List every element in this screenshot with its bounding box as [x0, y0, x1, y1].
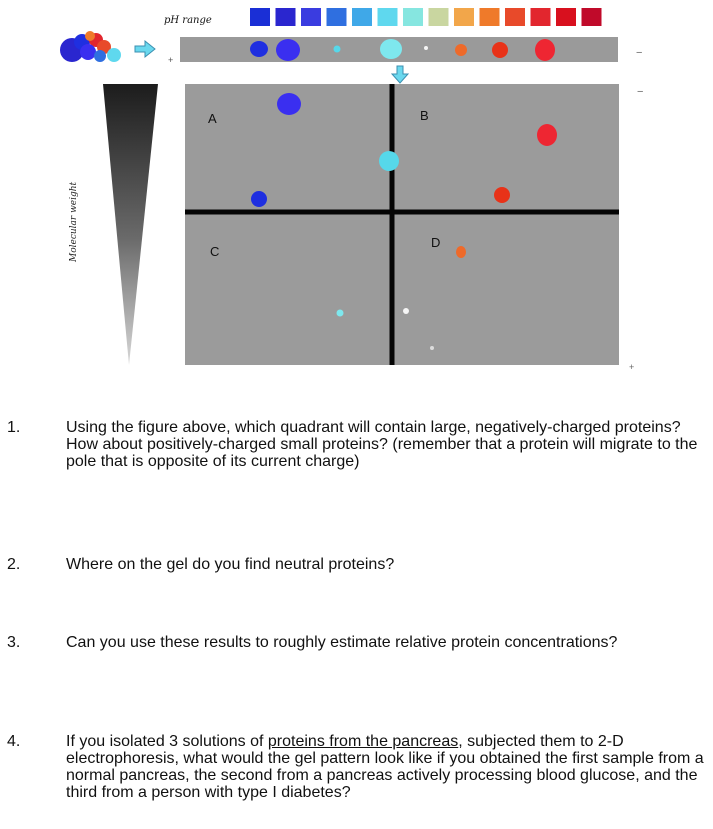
strip-protein-spot — [455, 44, 467, 56]
question-3-number: 3. — [7, 634, 21, 651]
question-1-number: 1. — [7, 419, 21, 436]
gel-protein-spot-faint — [430, 346, 434, 350]
quadrant-label-c: C — [210, 244, 219, 259]
question-1-text: Using the figure above, which quadrant w… — [66, 419, 698, 470]
quadrant-label-a: A — [208, 111, 217, 126]
gel-protein-spot — [537, 124, 557, 146]
question-4-text-start: If you isolated 3 solutions of — [66, 733, 268, 750]
strip-protein-spot — [380, 39, 402, 59]
ph-scale-swatch — [326, 8, 347, 26]
ph-scale — [250, 8, 602, 26]
strip-protein-spot — [492, 42, 508, 58]
question-4-underlined-text: proteins from the pancreas — [267, 733, 459, 750]
molecular-weight-wedge — [103, 84, 158, 365]
question-4-text-end: , subjected them to 2-D electrophoresis,… — [66, 733, 704, 801]
quadrant-label-b: B — [420, 108, 429, 123]
minus-pole-sign-strip: − — [636, 47, 642, 59]
gel-protein-spot — [336, 309, 344, 317]
question-3-text: Can you use these results to roughly est… — [66, 634, 618, 651]
strip-protein-spot — [424, 46, 428, 50]
ph-scale-swatch — [428, 8, 449, 26]
gel-protein-spot — [277, 93, 301, 115]
down-arrow-icon — [390, 65, 410, 84]
strip-protein-spot — [276, 39, 300, 61]
strip-protein-spot — [535, 39, 555, 61]
question-2-text: Where on the gel do you find neutral pro… — [66, 556, 395, 573]
plus-pole-sign-top: + — [168, 55, 173, 65]
ph-scale-swatch — [530, 8, 551, 26]
ph-scale-swatch — [556, 8, 576, 26]
ph-scale-swatch — [301, 8, 321, 26]
quadrant-label-d: D — [431, 235, 440, 250]
gel-protein-spot — [403, 308, 409, 314]
gel-protein-spot — [251, 191, 267, 207]
gel-protein-spot — [456, 246, 466, 258]
ph-scale-swatch — [581, 8, 602, 26]
ief-strip-spots — [250, 39, 555, 61]
ph-range-label: pH range — [164, 15, 212, 26]
ph-scale-swatch — [352, 8, 372, 26]
ph-scale-swatch — [275, 8, 296, 26]
electrophoresis-figure: pH range + − Molecular weight A B C D − … — [60, 8, 643, 372]
ph-scale-swatch — [479, 8, 500, 26]
ph-scale-swatch — [250, 8, 270, 26]
gel-protein-spot — [494, 187, 510, 203]
minus-pole-sign-gel: − — [637, 86, 643, 98]
question-4-number: 4. — [7, 733, 21, 750]
gel-spots — [251, 93, 557, 350]
ph-scale-swatch — [505, 8, 525, 26]
plus-pole-sign-gel: + — [629, 362, 634, 372]
gel-protein-spot — [379, 151, 399, 171]
ph-scale-swatch — [403, 8, 423, 26]
ph-scale-swatch — [377, 8, 398, 26]
strip-protein-spot — [333, 45, 341, 53]
sample-mixture-icon — [60, 31, 121, 62]
question-2-number: 2. — [7, 556, 21, 573]
gel — [185, 84, 619, 365]
question-4-text: If you isolated 3 solutions of proteins … — [66, 733, 706, 801]
right-arrow-icon — [134, 39, 156, 59]
strip-protein-spot — [250, 41, 268, 57]
molecular-weight-label: Molecular weight — [69, 181, 79, 263]
ph-scale-swatch — [454, 8, 474, 26]
